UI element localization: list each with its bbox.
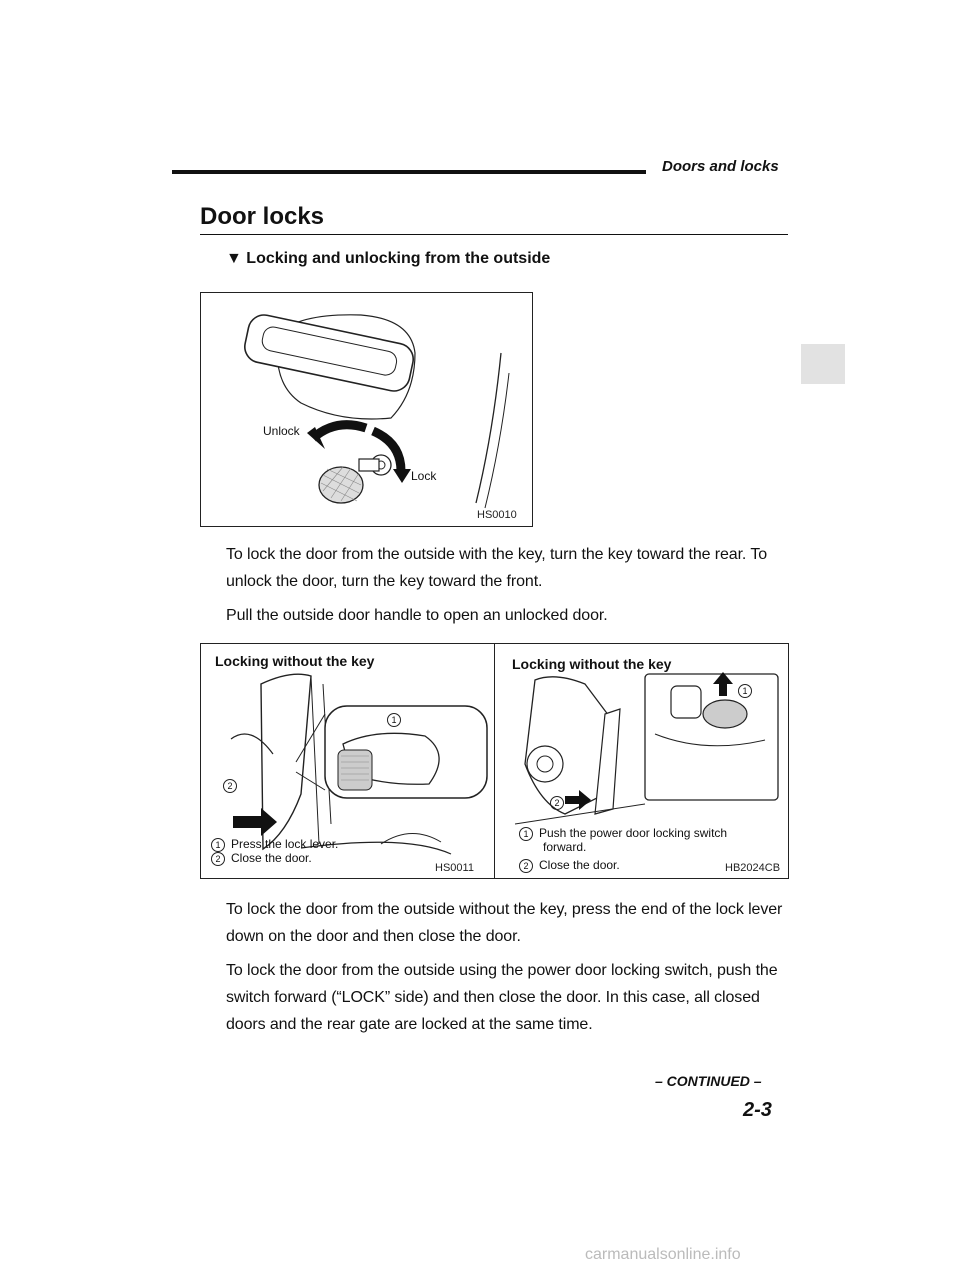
triangle-marker-icon: ▼	[226, 250, 242, 267]
subsection-heading-text: Locking and unlocking from the outside	[246, 250, 551, 267]
section-title: Door locks	[200, 203, 325, 230]
subsection-heading: ▼ Locking and unlocking from the outside	[226, 250, 550, 268]
header-rule	[172, 170, 646, 174]
continued-label: – CONTINUED –	[655, 1073, 762, 1089]
lock-label: Lock	[411, 469, 437, 483]
paragraph: To lock the door from the outside with t…	[226, 546, 768, 590]
figure-heading-left: Locking without the key	[215, 653, 375, 669]
figure-code-right: HB2024CB	[725, 862, 781, 874]
door-handle-key-illustration	[244, 314, 510, 509]
callout-2-left: 2	[223, 776, 243, 794]
figure-code-left: HS0011	[435, 862, 474, 874]
caption-right-1-cont: forward.	[543, 840, 587, 854]
callout-1-left: 1	[387, 710, 407, 728]
figure-divider	[494, 644, 495, 878]
unlock-label: Unlock	[263, 424, 300, 438]
header-title: Doors and locks	[662, 158, 779, 175]
power-switch-illustration	[514, 672, 779, 825]
paragraph: Pull the outside door handle to open an …	[226, 607, 608, 624]
chapter-tab	[801, 344, 845, 384]
callout-1-right: 1	[738, 681, 758, 699]
page-number: 2-3	[743, 1099, 772, 1121]
figure-key-lock: Unlock Lock HS0010	[200, 292, 533, 527]
figure-code: HS0010	[477, 509, 517, 521]
watermark: carmanualsonline.info	[585, 1246, 741, 1263]
figure-heading-right: Locking without the key	[512, 656, 672, 672]
lock-lever-illustration	[230, 673, 488, 855]
section-rule	[200, 234, 788, 235]
paragraph: To lock the door from the outside using …	[226, 962, 778, 1033]
paragraph: To lock the door from the outside withou…	[226, 901, 783, 945]
callout-2-right: 2	[550, 793, 570, 811]
